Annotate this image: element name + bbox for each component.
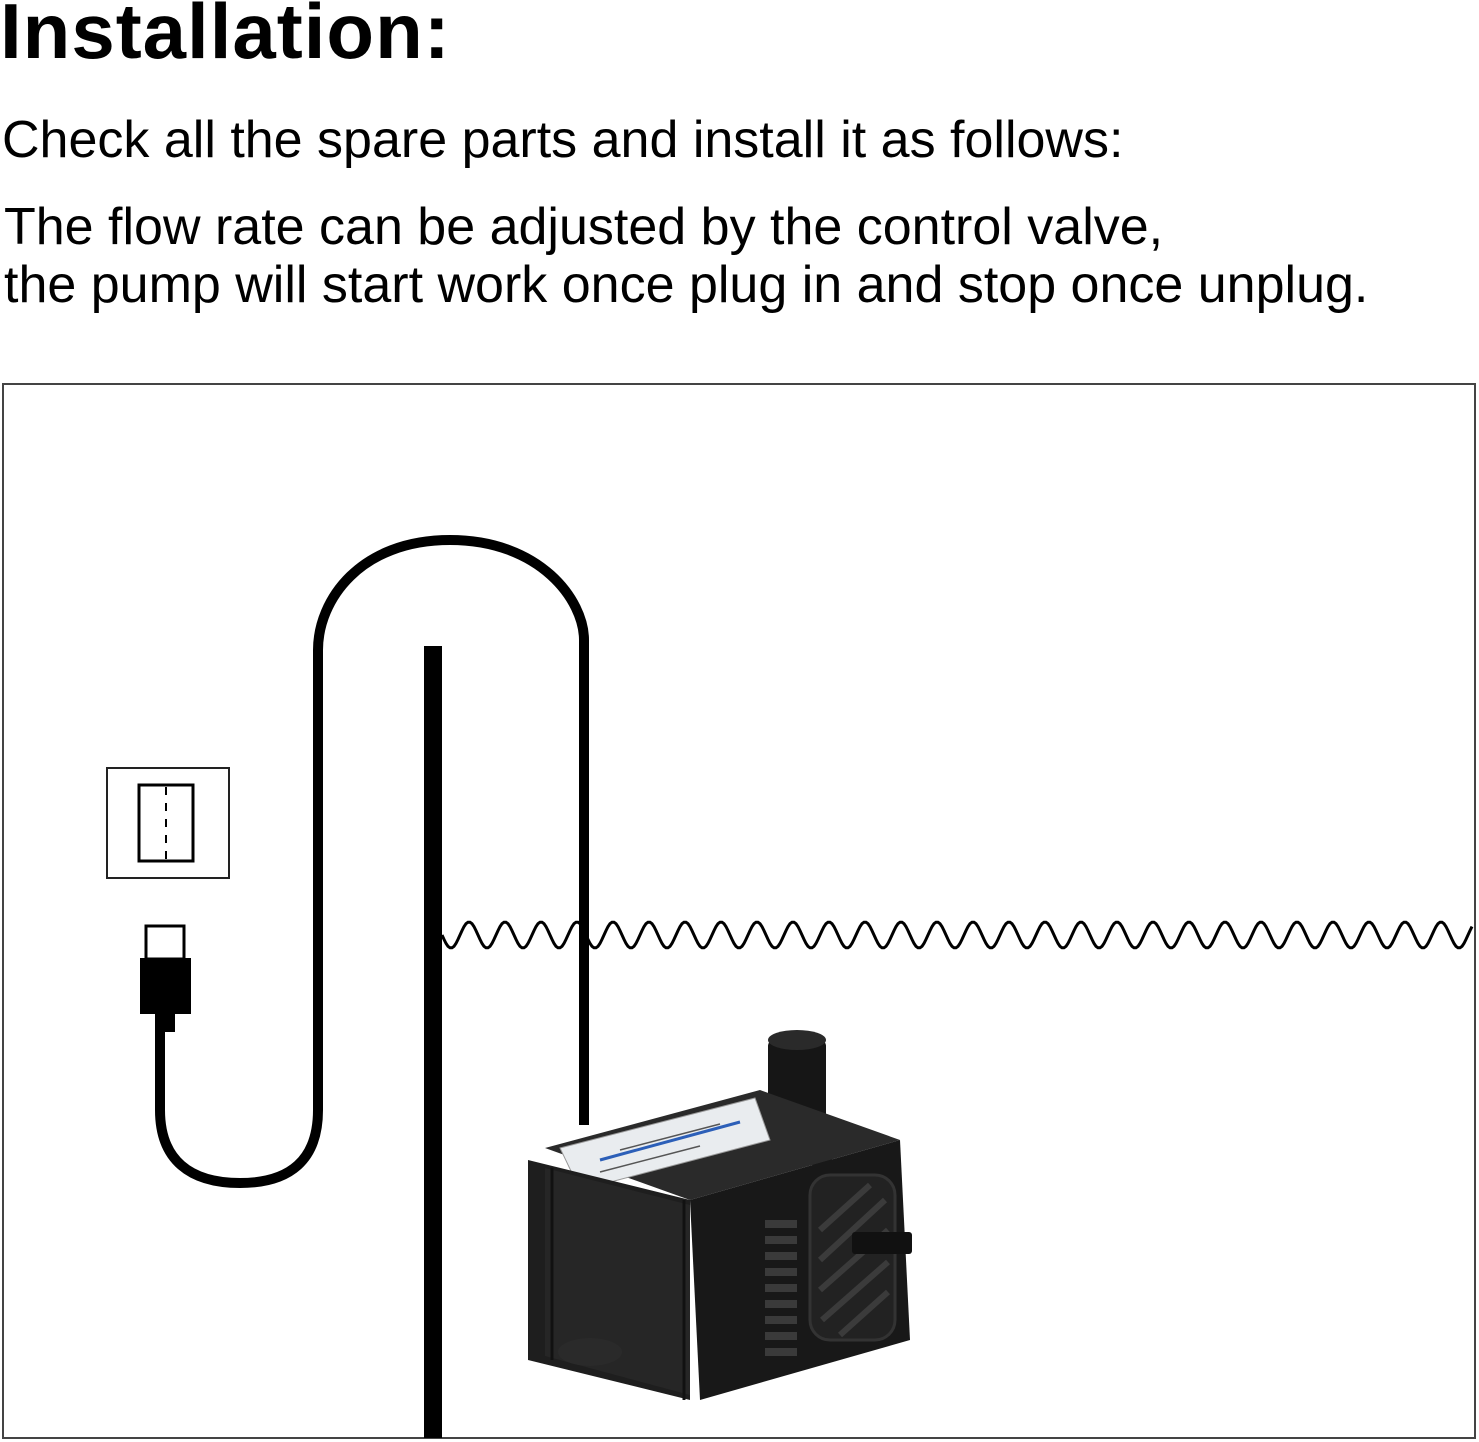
instruction-line-1: The flow rate can be adjusted by the con…	[4, 198, 1164, 256]
diagram-frame	[2, 383, 1476, 1439]
page-title: Installation:	[0, 0, 451, 75]
submersible-pump-icon	[528, 1030, 912, 1400]
page-subtitle: Check all the spare parts and install it…	[2, 111, 1124, 169]
instruction-text: The flow rate can be adjusted by the con…	[4, 198, 1368, 314]
container-wall-icon	[424, 646, 442, 1438]
instruction-line-2: the pump will start work once plug in an…	[4, 256, 1369, 314]
usb-socket-icon	[106, 767, 230, 879]
power-cable	[155, 535, 589, 1188]
water-surface-icon	[440, 920, 1474, 950]
usb-plug-icon	[140, 924, 191, 1032]
